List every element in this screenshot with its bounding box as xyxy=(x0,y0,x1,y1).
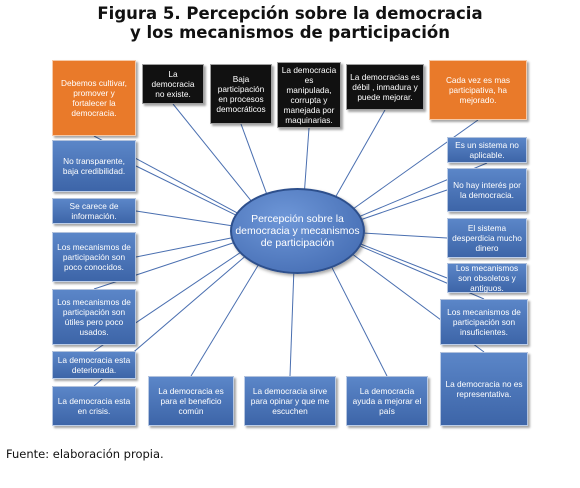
node-cultivar-democracia: Debemos cultivar, promover y fortalecer … xyxy=(52,60,136,136)
connector-line xyxy=(331,266,388,377)
central-concept-label: Percepción sobre la democracia y mecanis… xyxy=(235,213,360,249)
connector-line xyxy=(360,189,448,221)
node-beneficio-comun: La democracia es para el beneficio común xyxy=(148,376,234,426)
node-desperdicia-dinero: El sistema desperdicia mucho dinero xyxy=(447,218,527,258)
node-mecanismos-poco-conocidos: Los mecanismos de participación son poco… xyxy=(52,232,136,282)
node-no-transparente: No transparente, baja credibilidad. xyxy=(52,140,136,192)
connector-line xyxy=(240,123,268,194)
node-mecanismos-obsoletos: Los mecanismos son obsoletos y antiguos. xyxy=(447,263,527,293)
connector-line xyxy=(362,232,448,239)
figure-title-line-1: Figura 5. Percepción sobre la democracia xyxy=(97,4,483,23)
connector-line xyxy=(135,165,237,216)
node-no-representativa: La democracia no es representativa. xyxy=(440,352,528,426)
node-democracia-deteriorada: La democracia esta deteriorada. xyxy=(52,351,136,379)
node-carece-informacion: Se carece de información. xyxy=(52,198,136,224)
node-sistema-no-aplicable: Es un sistema no aplicable. xyxy=(447,137,527,163)
node-no-hay-interes: No hay interés por la democracia. xyxy=(447,168,527,212)
node-mecanismos-poco-usados: Los mecanismos de participación son útil… xyxy=(52,289,136,345)
node-baja-participacion: Baja participación en procesos democráti… xyxy=(210,64,272,124)
connector-line xyxy=(135,210,232,227)
connector-line xyxy=(289,273,295,377)
node-mas-participativa: Cada vez es mas participativa, ha mejora… xyxy=(429,60,527,120)
node-mecanismos-insuficientes: Los mecanismos de participación son insu… xyxy=(440,299,528,345)
connector-line xyxy=(135,237,233,258)
connector-line xyxy=(304,127,310,190)
connector-line xyxy=(190,264,259,377)
connector-line xyxy=(172,103,252,202)
node-mejorar-pais: La democracia ayuda a mejorar el país xyxy=(346,376,428,426)
figure-title-line-2: y los mecanismos de participación xyxy=(130,23,450,42)
figure-title: Figura 5. Percepción sobre la democracia… xyxy=(0,4,580,42)
node-democracia-no-existe: La democracia no existe. xyxy=(142,64,204,104)
central-concept-node: Percepción sobre la democracia y mecanis… xyxy=(230,188,365,274)
connector-line xyxy=(352,119,479,210)
connector-line xyxy=(335,109,386,198)
connector-line xyxy=(359,243,448,279)
node-opinar-escuchen: La democracia sirve para opinar y que me… xyxy=(244,376,336,426)
node-democracia-en-crisis: La democracia esta en crisis. xyxy=(52,386,136,426)
node-democracia-debil: La democracias es débil , inmadura y pue… xyxy=(346,64,424,110)
source-note: Fuente: elaboración propia. xyxy=(6,447,164,461)
node-democracia-manipulada: La democracia es manipulada, corrupta y … xyxy=(277,62,341,128)
